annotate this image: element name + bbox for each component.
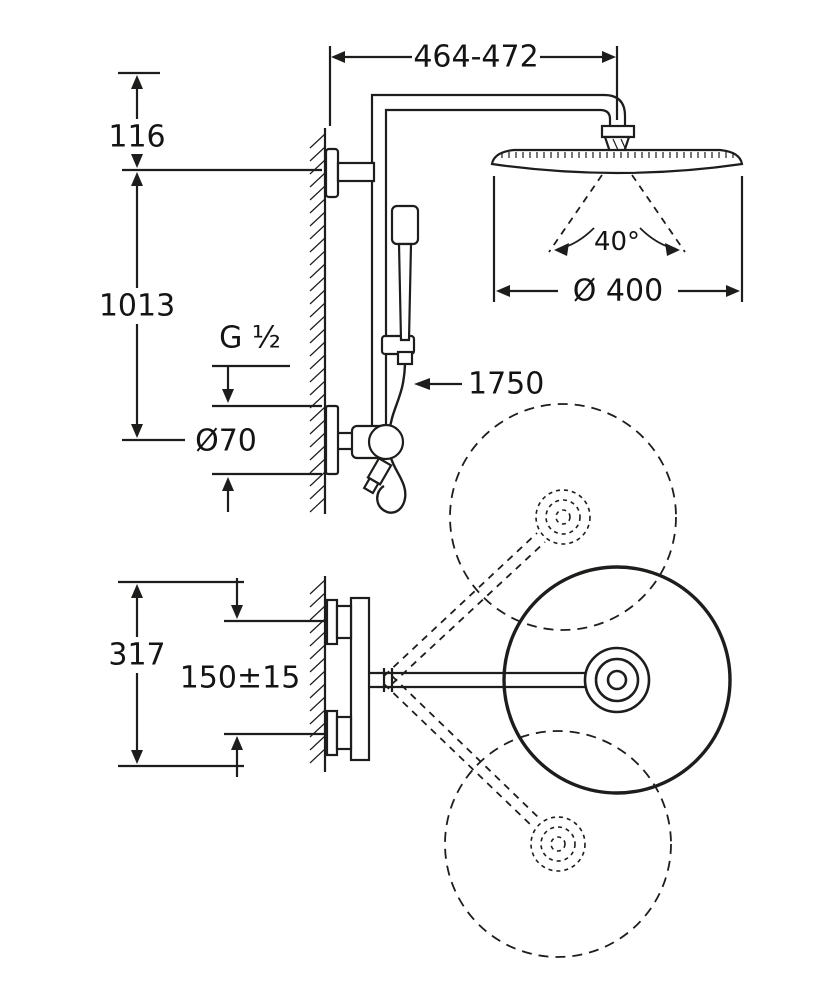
arrowhead (131, 584, 143, 598)
riser-and-shower-arm (370, 93, 627, 426)
label-mask (412, 41, 540, 73)
spray-line-right (631, 174, 686, 253)
spray-line-left (548, 174, 603, 253)
wall-hatching (309, 133, 326, 513)
dim-label-offset-top: 116 (108, 120, 165, 155)
wall-lower (309, 576, 327, 772)
hub-dashed (530, 816, 586, 872)
diverter-valve (324, 404, 405, 495)
dim-riser-height: 1013 (99, 172, 185, 442)
arrowhead (131, 75, 143, 89)
label-mask (558, 275, 678, 307)
thermostat-valve (325, 596, 371, 762)
bracket-plate (324, 147, 340, 199)
dim-label-span: 464-472 (413, 40, 538, 75)
connection-top (335, 604, 353, 640)
hand-shower (376, 204, 420, 514)
head-outline-dashed (449, 403, 677, 631)
dim-label-escutcheon: Ø70 (195, 424, 257, 459)
dim-span-wall-to-head: 464-472 (328, 40, 619, 126)
dim-escutcheon-diameter: Ø70 (195, 404, 322, 512)
arrowhead (496, 285, 510, 297)
head-outline (502, 565, 732, 795)
label-mask (99, 288, 175, 324)
outlet-nut (362, 476, 380, 495)
hand-shower-head (390, 204, 420, 246)
arrowhead (131, 172, 143, 186)
escutcheon-bottom (325, 709, 339, 757)
hose-outlet (362, 456, 393, 495)
arrowhead (222, 477, 234, 491)
bracket-arm (336, 161, 376, 183)
arm-dashed (391, 675, 541, 820)
head-outline-dashed (444, 730, 672, 958)
hub-dashed (540, 826, 576, 862)
label-mask (106, 637, 168, 673)
dim-head-diameter: Ø 400 (492, 176, 744, 309)
arrowhead (131, 424, 143, 438)
pipe-outer-line (370, 93, 627, 426)
pipe-inner-line (384, 108, 612, 426)
dim-supply-spacing: 150±15 (180, 578, 326, 777)
hand-shower-handle (397, 242, 413, 342)
hub-inner (606, 669, 628, 691)
arm-dashed (383, 683, 534, 828)
connector-nut (600, 124, 636, 139)
shower-head-side-view (490, 148, 744, 175)
dim-label-head-diameter: Ø 400 (573, 274, 663, 309)
valve-column (349, 596, 371, 762)
shower-head-front-view (502, 565, 732, 795)
hub-middle (594, 657, 640, 703)
connection-bottom (335, 715, 353, 751)
thread-size-label: G ¹⁄₂ (219, 321, 281, 356)
escutcheon-top (325, 598, 339, 646)
hub-dashed (550, 836, 566, 852)
dim-label-hose-length: 1750 (468, 367, 544, 402)
swivel-arm (369, 668, 589, 692)
head-position-lower (383, 675, 672, 958)
dim-label-supply-spacing: 150±15 (180, 661, 301, 696)
hub-dashed (545, 499, 581, 535)
label-mask (108, 119, 166, 155)
dim-offset-top: 116 (108, 71, 322, 172)
dim-label-riser-height: 1013 (99, 289, 175, 324)
dim-thread-size: G ¹⁄₂ (212, 321, 290, 403)
arrowhead (231, 736, 243, 750)
head-disc (490, 148, 744, 175)
arm-dashed (391, 541, 546, 685)
wall-bracket (324, 147, 376, 199)
hose-nut (396, 350, 414, 366)
diverter-knob (367, 423, 405, 461)
arrowhead (331, 51, 345, 63)
arrowhead (554, 243, 569, 256)
arrowhead (131, 750, 143, 764)
dim-lower-height: 317 (106, 580, 244, 768)
connector-hatch (612, 138, 619, 151)
shower-hose (376, 363, 407, 514)
head-connector (600, 124, 636, 154)
arrowhead (131, 154, 143, 168)
arrowhead (602, 51, 616, 63)
arm-dashed (383, 532, 538, 677)
arrowhead (222, 389, 234, 403)
arrowhead (414, 378, 430, 390)
arrowhead (726, 285, 740, 297)
head-surface-texture (501, 152, 734, 158)
wall-hatching (309, 579, 326, 764)
dim-hose-length: 1750 (414, 367, 544, 402)
wall-upper (309, 128, 327, 514)
spray-angle-indicator (548, 174, 686, 256)
hub-outer (583, 646, 651, 714)
hub-dashed (555, 509, 571, 525)
arrowhead (231, 605, 243, 619)
connector-hatch (620, 138, 627, 151)
hub-dashed (535, 489, 591, 545)
dim-label-lower-height: 317 (108, 638, 165, 673)
dim-label-spray-angle: 40° (594, 227, 640, 257)
head-position-upper (383, 403, 677, 685)
arrowhead (665, 243, 680, 256)
escutcheon (324, 404, 340, 476)
